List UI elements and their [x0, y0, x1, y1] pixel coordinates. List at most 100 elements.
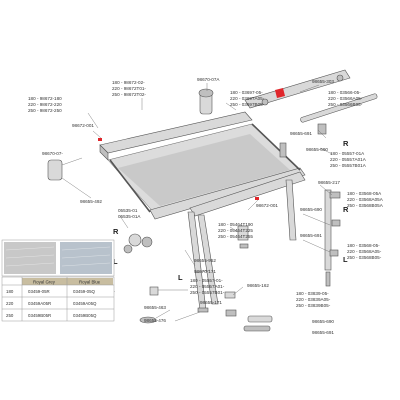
label-98655-690-mid: 98655-690 — [300, 207, 322, 212]
label-l3: L — [178, 273, 183, 282]
knob-1 — [128, 233, 142, 247]
row-180-grey: 03459-05R — [28, 289, 50, 294]
header-royal-grey: Royal Grey — [33, 280, 56, 285]
right-clip-2 — [329, 249, 339, 257]
left-arm — [109, 159, 151, 213]
left-foot — [197, 307, 209, 313]
label-98655-492: 98655-492 — [80, 199, 102, 204]
highlighted-part — [275, 88, 285, 98]
label-l2: L — [343, 255, 348, 264]
swatch-royal-blue — [60, 242, 112, 274]
row-250-size: 250 — [6, 313, 14, 318]
label-arm-l-250: 250 - 05557B01- — [190, 290, 225, 295]
label-leg-l-250: 250 - 03568B05- — [347, 255, 382, 260]
row-180-blue: 03459-05Q — [73, 289, 96, 294]
label-98655-463: 98655-463 — [144, 305, 166, 310]
roller-end-2 — [336, 74, 344, 82]
small-part-8 — [239, 243, 249, 249]
left-leg-inner — [197, 214, 219, 305]
small-part-3 — [224, 291, 236, 299]
part-labels: 98670-07A 98655-303 180 - 98672-02- 220 … — [28, 77, 384, 335]
label-leg-r-180: 180 - 03568-05A — [347, 191, 382, 196]
label-fabric-180: 180 - 98672-180 — [28, 96, 62, 101]
awning-assembly — [47, 69, 351, 220]
small-part-2 — [243, 325, 271, 332]
label-leg-l-220: 220 - 03568A05- — [347, 249, 382, 254]
left-end-plate — [47, 159, 63, 181]
label-leg-b-180: 180 - 03839-05- — [296, 291, 329, 296]
bracket-head — [198, 88, 214, 98]
right-clip — [331, 219, 341, 227]
label-98655-691-top: 98655-691 — [290, 131, 312, 136]
label-leg-b-220: 220 - 03839A05- — [296, 297, 331, 302]
label-profile-180: 180 - 03697-05- — [230, 90, 263, 95]
small-part-5 — [139, 316, 157, 324]
label-05535-01: 05535-01 — [118, 208, 138, 213]
label-arm-180: 180 - 05557-01A — [330, 151, 365, 156]
label-r2: R — [113, 227, 119, 236]
right-arm — [251, 123, 301, 171]
left-red-mark — [98, 138, 102, 141]
upper-roller-tube — [244, 69, 351, 109]
label-l1: L — [113, 257, 118, 266]
fabric-shade — [118, 134, 290, 206]
right-red-mark — [255, 197, 259, 200]
label-98672-001-mid: 98672-001 — [256, 203, 278, 208]
right-leg — [285, 179, 297, 241]
label-98670-07: 98670-07- — [42, 151, 63, 156]
fabric-swatch-table: Royal Grey Royal Blue 180 03459-05R 0345… — [1, 239, 115, 322]
label-awning-180: 180 - 98672-02- — [112, 80, 145, 85]
label-r3: R — [343, 205, 349, 214]
label-98670-07a: 98670-07A — [197, 77, 220, 82]
label-tube-250: 250 - 03566B05- — [328, 102, 363, 107]
row-180-size: 180 — [6, 289, 14, 294]
label-profile-250: 250 - 03697B05- — [230, 102, 265, 107]
label-awning-250: 250 - 98672T02- — [112, 92, 146, 97]
label-bar-180: 180 - 05464T190 — [218, 222, 253, 227]
label-98655-952: 98655-952 — [194, 258, 216, 263]
small-part-6 — [149, 286, 159, 296]
label-fabric-220: 220 - 98672-220 — [28, 102, 62, 107]
header-cell-blue — [67, 278, 113, 285]
label-98655-690-bottom: 98655-690 — [312, 319, 334, 324]
label-98655-171: 98655-171 — [200, 300, 222, 305]
label-leg-l-180: 180 - 03568-05- — [347, 243, 380, 248]
right-rail — [300, 93, 378, 123]
label-tube-220: 220 - 03566A05- — [328, 96, 363, 101]
right-telescopic-leg — [324, 189, 332, 271]
label-98655-691-mid: 98655-691 — [300, 233, 322, 238]
knob-2 — [141, 236, 153, 248]
label-05535-01a: 05535-01A — [118, 214, 141, 219]
header-cell-grey — [22, 278, 67, 285]
row-250-blue: 03459B05Q — [73, 313, 97, 318]
row-250-grey: 03459B05R — [28, 313, 51, 318]
row-220-size: 220 — [6, 301, 14, 306]
label-98655-217: 98655-217 — [318, 180, 340, 185]
label-fabric-250: 250 - 98672-250 — [28, 108, 62, 113]
label-bar-250: 250 - 05464T255 — [218, 234, 253, 239]
label-awning-220: 220 - 98672T01- — [112, 86, 146, 91]
swatch-royal-grey — [4, 242, 56, 274]
label-profile-220: 220 - 03697A05- — [230, 96, 265, 101]
label-98655-690-top: 98655-690 — [306, 147, 328, 152]
row-220-blue: 03459A05Q — [73, 301, 97, 306]
label-98672-001-top: 98672-001 — [72, 123, 94, 128]
label-98655-476: 98655-476 — [144, 318, 166, 323]
label-arm-l-220: 220 - 05557A01- — [190, 284, 225, 289]
leader-lines — [61, 83, 333, 322]
label-tube-180: 180 - 03566-05- — [328, 90, 361, 95]
label-leg-r-250: 250 - 03568B05A — [347, 203, 384, 208]
label-r1: R — [343, 139, 349, 148]
label-98670-171: 98670-171 — [194, 269, 216, 274]
lower-assembly — [123, 93, 378, 332]
label-arm-l-180: 180 - 05557-01- — [190, 278, 223, 283]
label-arm-250: 250 - 05557B01A — [330, 163, 367, 168]
knob-3 — [123, 244, 133, 254]
front-lead-rail — [149, 167, 306, 220]
row-220-grey: 03459A05R — [28, 301, 51, 306]
label-98655-303: 98655-303 — [312, 79, 334, 84]
label-leg-b-250: 250 - 03839B05- — [296, 303, 331, 308]
right-clip-3 — [329, 191, 341, 199]
small-part-1 — [247, 315, 273, 323]
